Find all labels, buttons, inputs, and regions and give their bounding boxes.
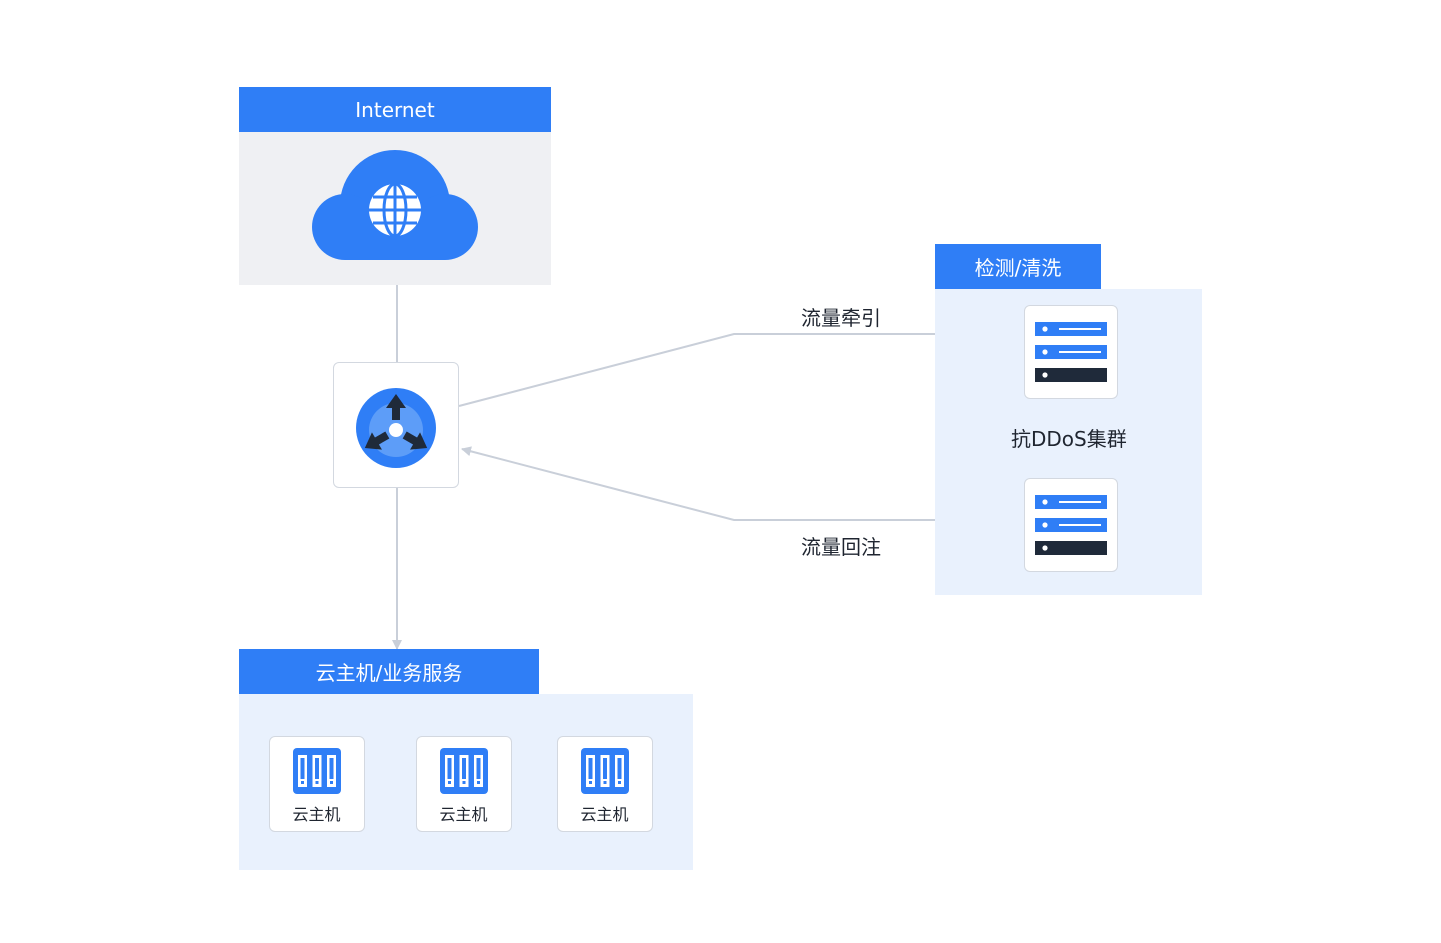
detection-header: 检测/清洗: [935, 244, 1101, 289]
server-rack-icon: [1035, 495, 1107, 555]
router-node: [333, 362, 459, 488]
host-label: 云主机: [292, 805, 341, 824]
detection-title: 检测/清洗: [974, 256, 1062, 280]
router-icon: [356, 388, 436, 468]
cluster-label: 抗DDoS集群: [1011, 427, 1127, 451]
hosts-header: 云主机/业务服务: [239, 649, 539, 694]
host-label: 云主机: [580, 805, 629, 824]
internet-panel: [239, 132, 551, 285]
host-card-1: 云主机: [269, 736, 365, 832]
reinjection-arrow: [461, 446, 1024, 521]
internet-header: Internet: [239, 87, 551, 132]
host-icon: [293, 748, 341, 794]
internet-title: Internet: [355, 97, 435, 122]
diversion-arrow: [458, 329, 1023, 407]
server-rack-icon: [1035, 322, 1107, 382]
host-card-3: 云主机: [557, 736, 653, 832]
host-card-2: 云主机: [416, 736, 512, 832]
hosts-title: 云主机/业务服务: [315, 661, 463, 685]
reinjection-label: 流量回注: [801, 535, 881, 559]
cloud-globe-icon: [312, 150, 478, 260]
host-icon: [440, 748, 488, 794]
scrubbing-server-1: [1024, 305, 1118, 399]
host-label: 云主机: [439, 805, 488, 824]
scrubbing-server-2: [1024, 478, 1118, 572]
diversion-label: 流量牵引: [801, 306, 881, 330]
host-icon: [581, 748, 629, 794]
